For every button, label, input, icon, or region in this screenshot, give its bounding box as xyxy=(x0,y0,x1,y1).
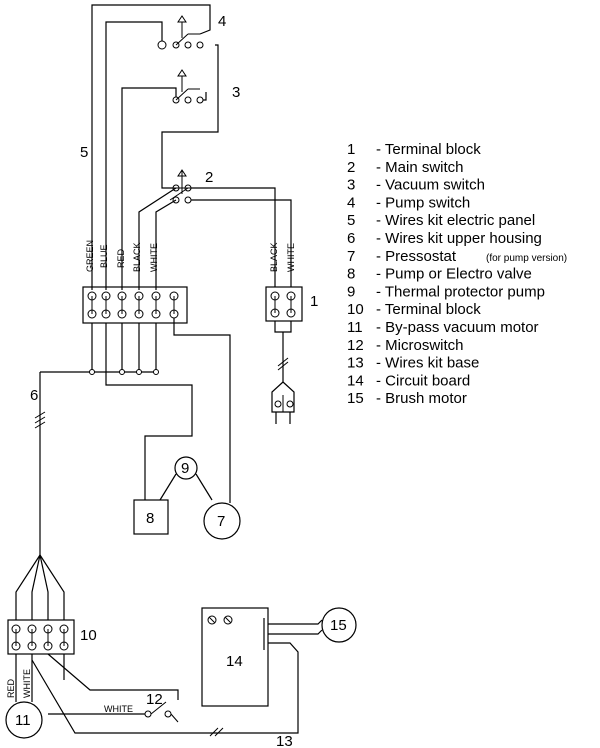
wires-electric-panel xyxy=(91,4,292,290)
legend-number: 9 xyxy=(347,283,355,300)
callout-4: 4 xyxy=(218,13,226,30)
legend-text: - Wires kit base xyxy=(376,355,479,372)
thermal-protector xyxy=(159,456,213,501)
wire-label-red: RED xyxy=(116,248,126,268)
wire-label-black-right: BLACK xyxy=(269,242,279,272)
callout-6: 6 xyxy=(30,387,38,404)
brush-motor xyxy=(321,607,357,643)
legend-text: - Wires kit electric panel xyxy=(376,212,535,229)
legend-number: 13 xyxy=(347,355,364,372)
callout-9: 9 xyxy=(181,460,189,477)
pressostat xyxy=(203,502,241,540)
microswitch xyxy=(144,701,179,723)
legend-number: 2 xyxy=(347,159,355,176)
wire-label-white-bottom: WHITE xyxy=(22,669,32,698)
legend-text: - Circuit board xyxy=(376,372,470,389)
pump-electro-valve xyxy=(133,499,169,535)
wires-base xyxy=(15,653,299,737)
wire-label-white-mid: WHITE xyxy=(104,704,133,714)
legend-number: 6 xyxy=(347,230,355,247)
legend-number: 14 xyxy=(347,372,364,389)
legend-number: 1 xyxy=(347,141,355,158)
legend-number: 11 xyxy=(347,319,363,336)
callout-7: 7 xyxy=(217,513,225,530)
wire-label-green: GREEN xyxy=(85,240,95,272)
legend-number: 15 xyxy=(347,390,364,407)
legend-text: - Brush motor xyxy=(376,390,467,407)
wire-label-blue: BLUE xyxy=(99,244,109,268)
terminal-block-upper xyxy=(82,286,188,324)
callout-8: 8 xyxy=(146,510,154,527)
legend-number: 10 xyxy=(347,301,364,318)
legend: 1 - Terminal block 2 - Main switch 3 - Vacuum… xyxy=(347,141,567,407)
legend-text: - Thermal protector pump xyxy=(376,283,545,300)
pump-switch xyxy=(157,15,204,50)
legend-text: - Pump or Electro valve xyxy=(376,266,532,283)
legend-text: - Terminal block xyxy=(376,141,481,158)
terminal-block-lower xyxy=(7,619,75,655)
wire-label-white: WHITE xyxy=(149,243,159,272)
wire-label-black: BLACK xyxy=(132,242,142,272)
callout-11: 11 xyxy=(15,712,31,729)
wire-label-red-bottom: RED xyxy=(6,678,16,698)
callout-3: 3 xyxy=(232,84,240,101)
legend-number: 3 xyxy=(347,177,355,194)
main-switch xyxy=(170,169,194,204)
legend-text: - Main switch xyxy=(376,159,464,176)
callout-12: 12 xyxy=(146,691,163,708)
bypass-vacuum-motor xyxy=(5,701,43,739)
legend-text: - Pump switch xyxy=(376,194,470,211)
callout-14: 14 xyxy=(226,653,243,670)
circuit-board xyxy=(201,607,323,707)
legend-text: - By-pass vacuum motor xyxy=(376,319,539,336)
legend-text: - Wires kit upper housing xyxy=(376,230,542,247)
callout-13: 13 xyxy=(276,733,293,748)
callout-10: 10 xyxy=(80,627,97,644)
legend-number: 8 xyxy=(347,266,355,283)
callout-2: 2 xyxy=(205,169,213,186)
vacuum-switch xyxy=(172,69,204,104)
callout-15: 15 xyxy=(330,617,347,634)
terminal-block-1 xyxy=(265,286,303,424)
legend-number: 7 xyxy=(347,248,355,265)
callout-1: 1 xyxy=(310,293,318,310)
legend-number: 4 xyxy=(347,194,355,211)
legend-text: - Terminal block xyxy=(376,301,481,318)
callout-5: 5 xyxy=(80,144,88,161)
wires-upper-housing xyxy=(34,318,231,555)
legend-number: 12 xyxy=(347,337,364,354)
legend-note: (for pump version) xyxy=(486,253,567,264)
wire-fanout xyxy=(15,554,65,620)
legend-text: - Pressostat xyxy=(376,248,457,265)
legend-number: 5 xyxy=(347,212,355,229)
wire-label-white-right: WHITE xyxy=(286,243,296,272)
legend-text: - Vacuum switch xyxy=(376,177,485,194)
legend-text: - Microswitch xyxy=(376,337,464,354)
